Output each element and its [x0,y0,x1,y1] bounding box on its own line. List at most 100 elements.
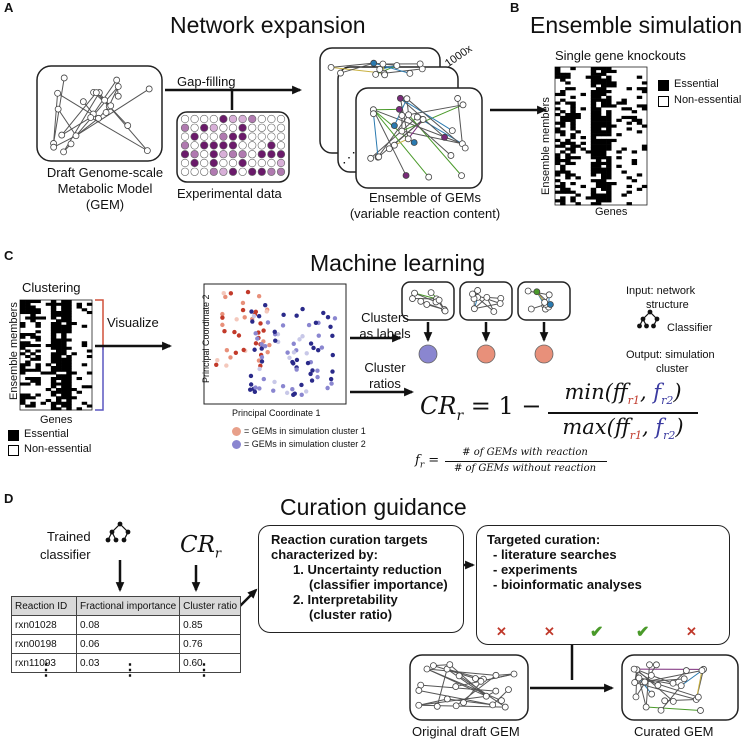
panel-c-heatmap-cell [20,346,26,350]
panel-b-heatmap-cell [570,196,576,200]
panel-b-heatmap-cell [560,150,566,154]
panel-b-heatmap-cell [601,147,607,151]
panel-c-heatmap-cell [50,305,57,309]
panel-c-xaxis: Genes [40,414,73,426]
cluster2-point [325,314,331,320]
cluster1-point [236,333,242,338]
panel-b-heatmap-cell [601,115,607,120]
cluster2-point [259,359,265,364]
panel-b-heatmap-cell [601,193,607,197]
panel-b-heatmap-cell [590,121,597,125]
cluster1-point [240,300,246,306]
panel-b-heatmap-cell [565,75,571,79]
cluster2-point [247,387,253,392]
ensemble-front-net-edge [372,109,407,176]
panel-c-heatmap-cell [50,327,57,331]
curated-network-node [682,667,690,674]
panel-b-heatmap-cell [595,156,602,160]
well [238,158,247,168]
cell: 0.06 [75,634,181,654]
cluster1-point [232,329,237,335]
cluster2-point [259,354,265,360]
classifier-tree-icon-node [640,316,646,322]
panel-c-heatmap-cell [61,313,67,317]
cr-denominator: max(ffr1, fr2) [562,415,684,443]
panel-b-heatmap-cell [565,115,571,120]
cluster1-point [264,309,269,314]
well [248,123,257,132]
panel-c-heatmap-cell [56,374,62,378]
well [228,167,238,176]
panel-b-heatmap-cell [606,196,612,200]
cluster2-point [332,316,338,321]
to-simulations-arrow-head [537,105,547,115]
output-cluster-dot [534,344,554,364]
ensemble-front-net-edge [457,98,463,144]
original-gem-box [409,654,529,721]
panel-c-heatmap-cell [20,311,26,315]
panel-b-heatmap-cell [590,81,597,85]
cluster2-point [290,359,295,365]
col-reaction-id: Reaction ID [11,596,77,616]
well [190,123,199,132]
well [238,132,247,141]
cluster2-point [315,368,320,373]
curated-network-node [641,678,649,686]
panel-c-heatmap-cell [56,390,62,394]
panel-b-heatmap-cell [601,98,607,102]
panel-b-heatmap-cell [555,92,561,97]
gapfill-arrow-head [292,85,302,95]
original-network-node [415,701,423,709]
panel-b-heatmap-cell [601,184,607,189]
trained-classifier-icon-node [105,537,111,543]
classifier-net-node [490,308,498,315]
well [190,114,199,124]
panel-b-heatmap-cell [595,127,602,131]
cluster1-point [253,341,259,346]
cluster1-point [241,347,246,353]
to-curated-arrow-head [604,683,614,693]
panel-c-heatmap-cell [30,305,36,309]
draft-gem-label: Draft Genome-scale Metabolic Model (GEM) [46,165,164,212]
panel-c-heatmap-cell [50,377,57,381]
cell: 0.08 [75,615,181,635]
panel-b-heatmap-cell [606,187,612,191]
classifier-down-arrow-head [481,332,491,342]
panel-c-heatmap-cell [50,346,57,350]
panel-b-heatmap-cell [595,150,602,154]
panel-b-heatmap-cell [590,161,597,166]
cell: 0.85 [179,615,242,635]
well [276,150,286,159]
panel-b-heatmap-cell [590,202,597,206]
well [248,167,257,176]
panel-b-heatmap-cell [590,193,597,197]
panel-b-heatmap-cell [595,67,602,71]
cluster2-point [304,389,309,394]
classifier-tree-icon-node [644,323,649,329]
cluster2-point [328,324,333,330]
cluster1-point [256,294,262,299]
panel-b-heatmap-cell [560,78,566,82]
panel-b-heatmap-cell [575,115,581,120]
ensemble-back-net-node [416,60,424,68]
panel-b-heatmap-cell [606,75,612,79]
panel-b-heatmap-cell [590,156,597,160]
panel-b-heatmap-cell [555,156,561,160]
panel-c-heatmap-cell [76,305,83,309]
c-essential-swatch [8,430,19,441]
well [276,114,286,124]
panel-b-heatmap-cell [555,67,561,71]
curated-network-node [646,661,653,669]
panel-c-heatmap-cell [50,385,57,389]
ensemble-back-net-node [337,69,344,77]
panel-b-heatmap-cell [590,133,597,137]
panel-c-heatmap-cell [20,322,26,326]
panel-b-heatmap-cell [601,133,607,137]
classifier-label: Classifier [667,322,713,334]
panel-c-heatmap-cell [56,330,62,334]
ensemble-front-net-edge [378,119,424,158]
panel-c-heatmap-cell [56,344,62,348]
ensemble-front-net-node [375,153,383,161]
panel-b-heatmap-cell [606,182,612,186]
panel-b-heatmap-cell [636,75,643,79]
